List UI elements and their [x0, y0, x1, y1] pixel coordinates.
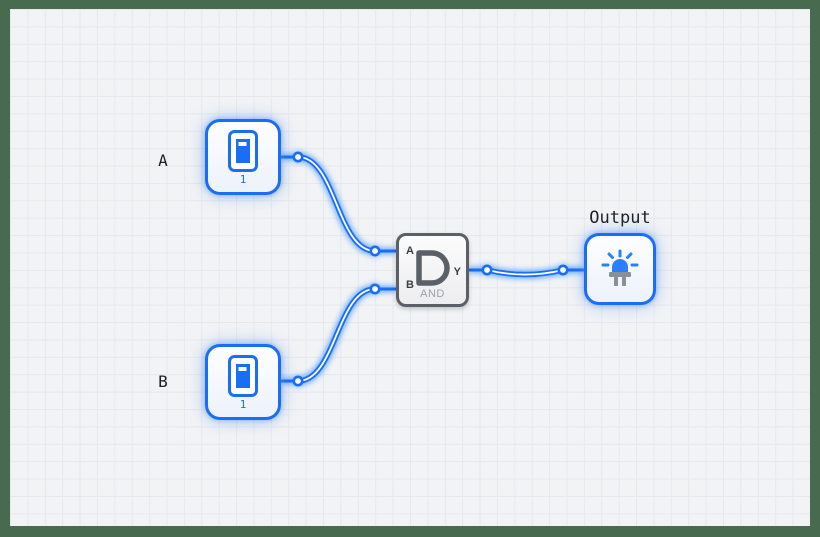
node-switch-b[interactable]: 1 [205, 344, 281, 420]
wire-switch-b-to-gate[interactable] [297, 286, 376, 384]
label-input-a: A [158, 151, 168, 170]
port-switch-b-out[interactable] [292, 375, 304, 387]
node-and-gate[interactable]: A B Y AND [396, 233, 469, 307]
switch-b-value: 1 [239, 397, 247, 411]
port-gate-in-b[interactable] [369, 283, 381, 295]
port-switch-a-out[interactable] [292, 151, 304, 163]
label-output: Output [589, 208, 651, 228]
node-switch-a[interactable]: 1 [205, 119, 281, 195]
gate-pin-b-label: B [406, 279, 414, 291]
gate-pin-y-label: Y [453, 266, 461, 278]
gate-pin-a-label: A [406, 245, 414, 257]
gate-caption: AND [420, 288, 445, 300]
label-input-b: B [158, 372, 168, 391]
wire-gate-to-led[interactable] [486, 267, 564, 278]
port-gate-in-a[interactable] [369, 245, 381, 257]
led-on-icon [601, 249, 639, 286]
node-led-output[interactable] [584, 233, 656, 305]
toggle-switch-icon [228, 354, 258, 397]
port-gate-out-y[interactable] [481, 264, 493, 276]
port-led-in[interactable] [557, 264, 569, 276]
switch-a-value: 1 [239, 172, 247, 186]
and-gate-symbol [416, 250, 450, 286]
wire-switch-a-to-gate[interactable] [297, 154, 376, 254]
wire-layer [281, 150, 584, 388]
circuit-canvas[interactable]: A B Output 1 1 A B Y [10, 9, 810, 526]
toggle-switch-icon [228, 129, 258, 172]
